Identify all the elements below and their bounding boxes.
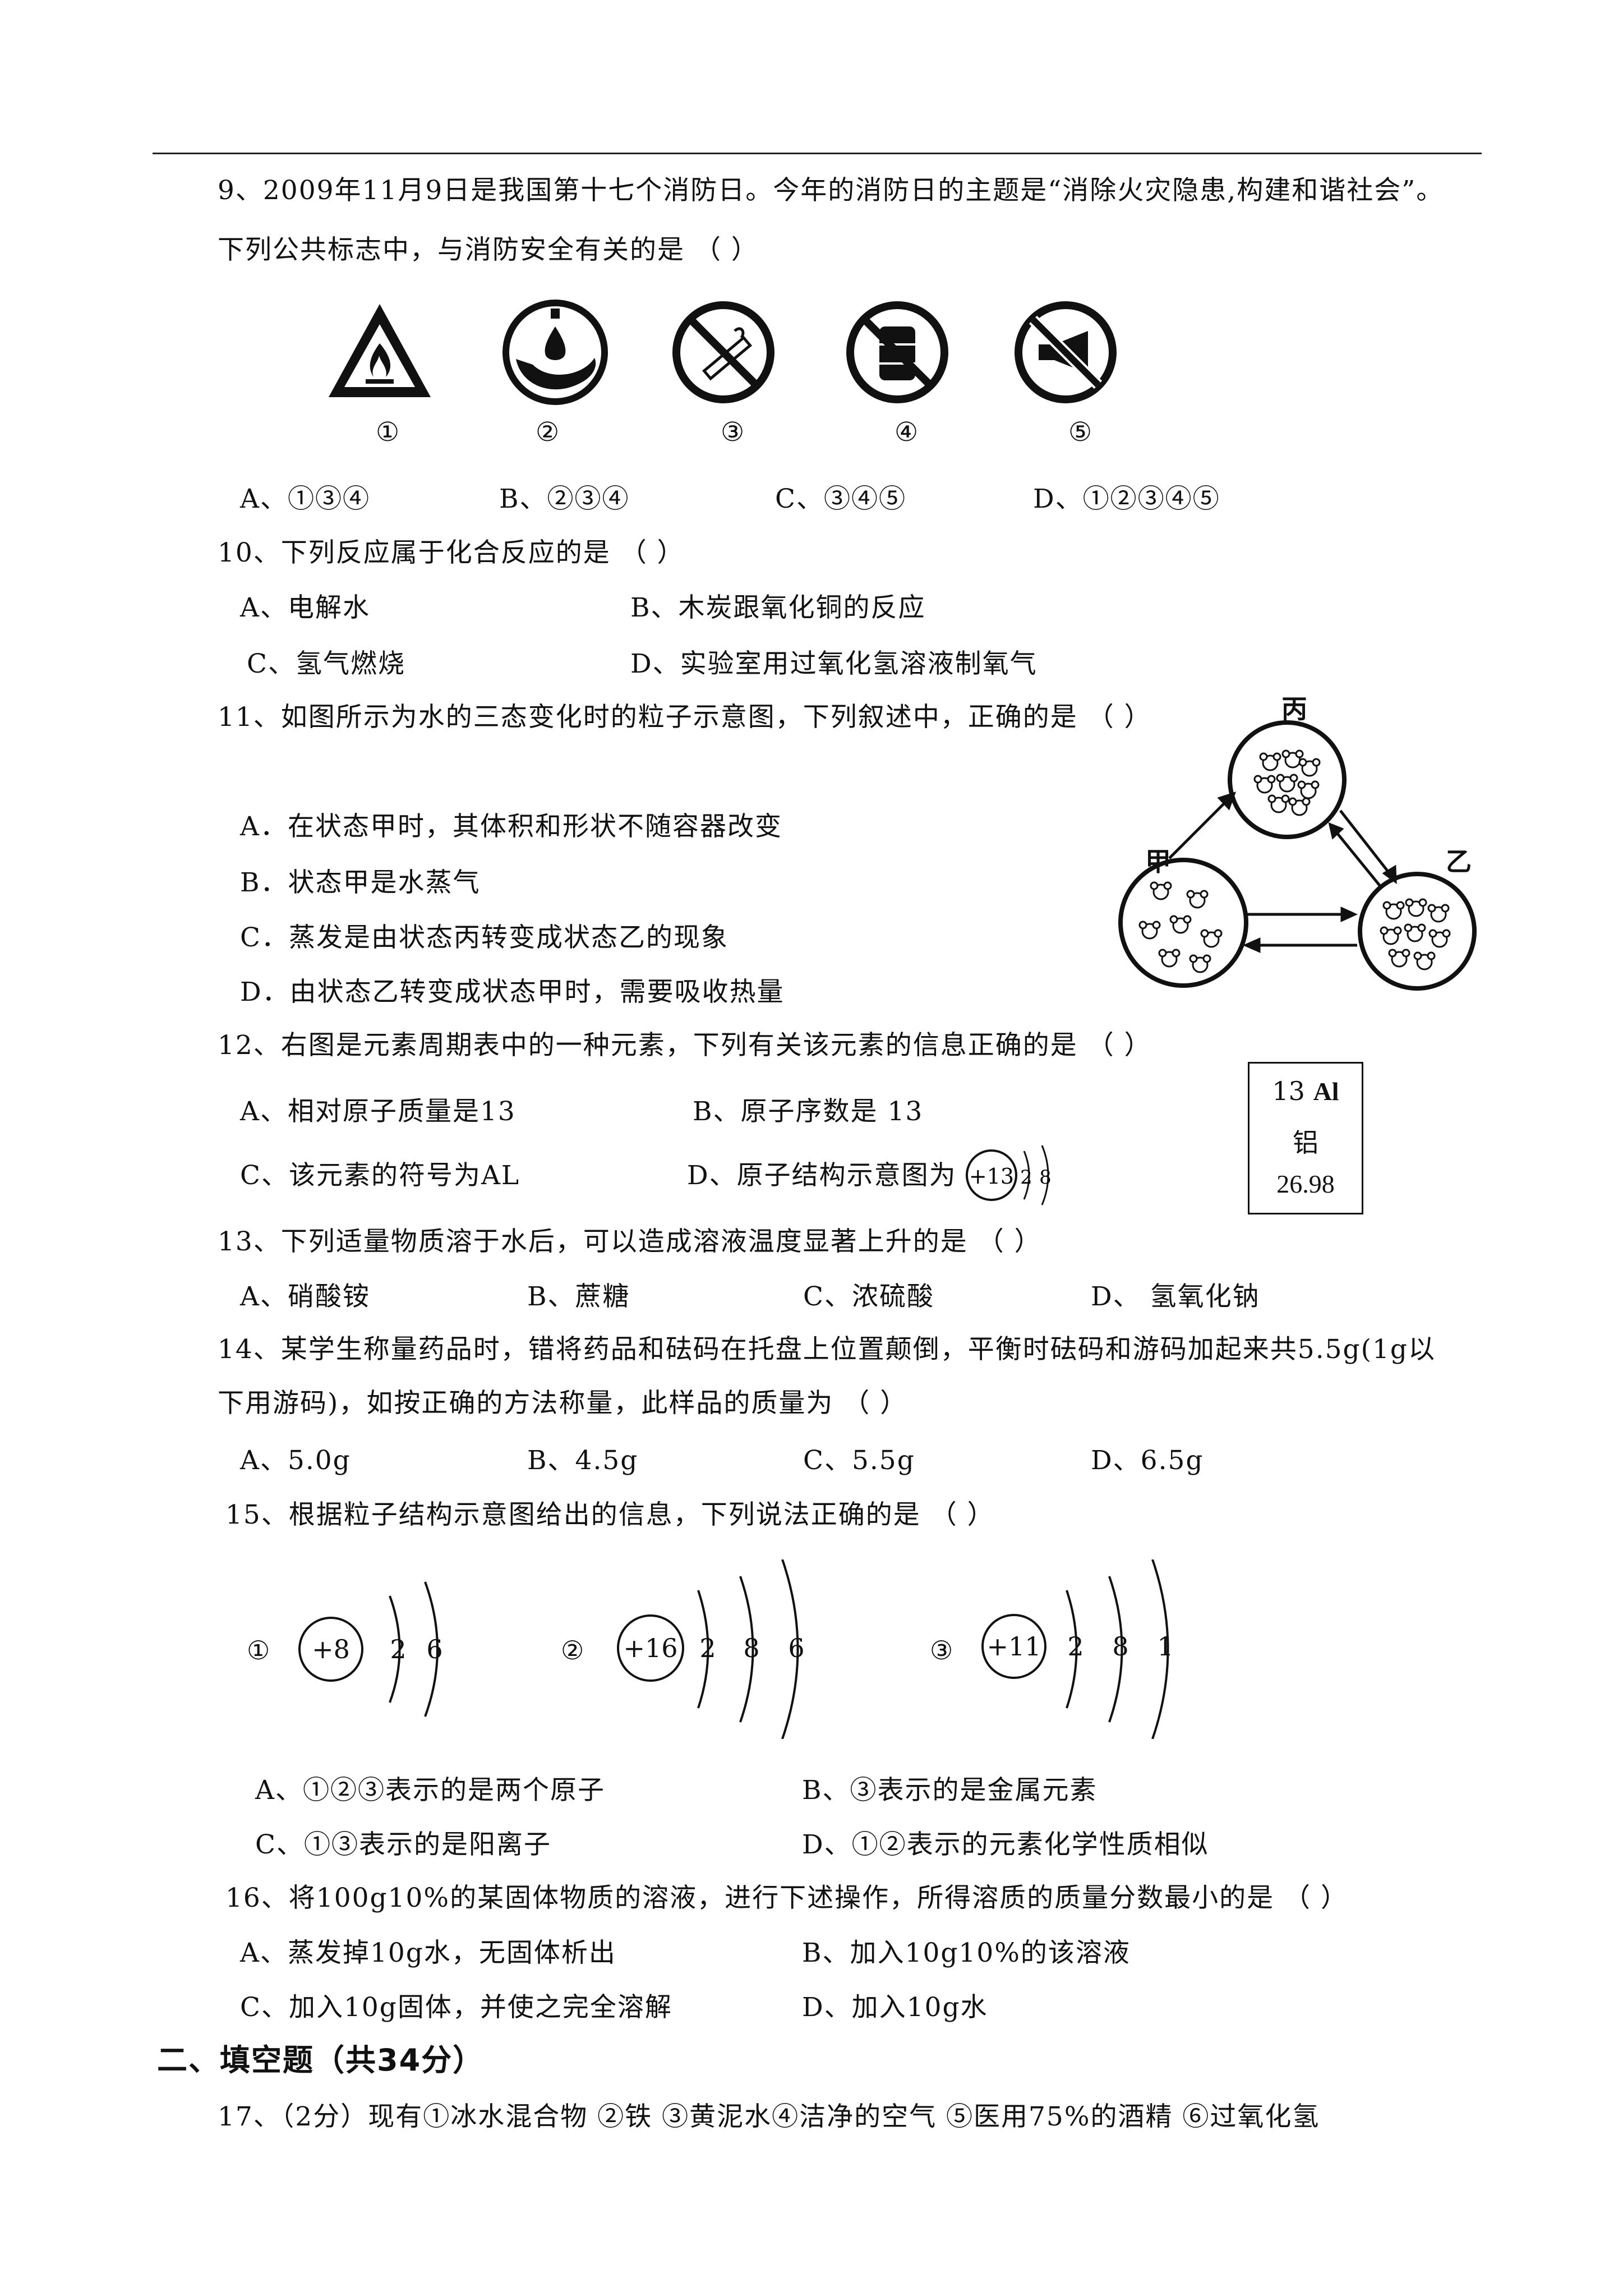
q9-option-a: A、①③④ bbox=[240, 484, 370, 514]
q10-option-c: C、氢气燃烧 bbox=[247, 648, 405, 679]
q10-option-d: D、实验室用过氧化氢溶液制氧气 bbox=[630, 648, 1038, 679]
particle-2-shell-2: 8 bbox=[743, 1633, 759, 1663]
q13-option-c: C、浓硫酸 bbox=[803, 1281, 934, 1312]
q10-option-b: B、木炭跟氧化铜的反应 bbox=[630, 592, 926, 623]
q9-option-c: C、③④⑤ bbox=[775, 484, 906, 514]
element-mass: 26.98 bbox=[1276, 1170, 1335, 1198]
state-label-jia: 甲 bbox=[1145, 846, 1171, 877]
q14-stem-line1: 14、某学生称量药品时，错将药品和砝码在托盘上位置颠倒，平衡时砝码和游码加起来共… bbox=[218, 1334, 1436, 1365]
q16-stem: 16、将100g10%的某固体物质的溶液，进行下述操作，所得溶质的质量分数最小的… bbox=[225, 1883, 1348, 1913]
q13-stem: 13、下列适量物质溶于水后，可以造成溶液温度显著上升的是 （ ） bbox=[218, 1226, 1042, 1257]
q15-option-b: B、③表示的是金属元素 bbox=[802, 1775, 1098, 1806]
particle-2-shell-3: 6 bbox=[788, 1633, 804, 1663]
q17-stem-line1: 17、（2分）现有①冰水混合物 ②铁 ③黄泥水④洁净的空气 ⑤医用75%的酒精 … bbox=[218, 2101, 1320, 2132]
q11-option-b: B．状态甲是水蒸气 bbox=[240, 867, 481, 898]
element-number: 13 bbox=[1272, 1076, 1305, 1106]
particle-3-shell-2: 8 bbox=[1112, 1631, 1128, 1662]
q9-option-b: B、②③④ bbox=[499, 484, 630, 514]
water-saving-hand-icon bbox=[502, 300, 608, 405]
particle-2-shell-1: 2 bbox=[699, 1633, 716, 1663]
al-shell-1-label: 2 bbox=[1020, 1166, 1032, 1189]
q11-option-a: A．在状态甲时，其体积和形状不随容器改变 bbox=[240, 811, 782, 842]
q14-option-b: B、4.5g bbox=[527, 1445, 639, 1476]
q16-option-a: A、蒸发掉10g水，无固体析出 bbox=[240, 1938, 616, 1968]
q12-option-b: B、原子序数是 13 bbox=[693, 1096, 924, 1127]
particle-1-shell-1: 2 bbox=[390, 1634, 406, 1664]
particle-3-shell-1: 2 bbox=[1067, 1631, 1083, 1662]
q11-stem: 11、如图所示为水的三态变化时的粒子示意图，下列叙述中，正确的是 （ ） bbox=[218, 702, 1152, 733]
particle-3-label: ③ bbox=[930, 1635, 953, 1665]
q11-option-d: D．由状态乙转变成状态甲时，需要吸收热量 bbox=[240, 977, 785, 1007]
no-horn-icon bbox=[1015, 301, 1117, 403]
element-symbol: Al bbox=[1313, 1077, 1339, 1106]
q13-option-d: D、 氢氧化钠 bbox=[1091, 1281, 1260, 1312]
element-card: 13 Al 铝 26.98 bbox=[1248, 1062, 1363, 1214]
q15-option-a: A、①②③表示的是两个原子 bbox=[255, 1775, 605, 1806]
q16-option-b: B、加入10g10%的该溶液 bbox=[802, 1938, 1131, 1968]
particle-3-nucleus: +11 bbox=[986, 1631, 1041, 1662]
al-nucleus-label: +13 bbox=[969, 1164, 1014, 1189]
q16-option-d: D、加入10g水 bbox=[802, 1992, 988, 2023]
element-name: 铝 bbox=[1293, 1128, 1318, 1158]
flammable-warning-icon bbox=[329, 304, 431, 397]
q15-stem: 15、根据粒子结构示意图给出的信息，下列说法正确的是 （ ） bbox=[225, 1499, 995, 1530]
q9-sign-label-5: ⑤ bbox=[1068, 417, 1094, 448]
q9-option-d: D、①②③④⑤ bbox=[1033, 484, 1220, 514]
q9-sign-label-2: ② bbox=[536, 417, 561, 448]
q12-option-a: A、相对原子质量是13 bbox=[240, 1096, 516, 1127]
particle-1-label: ① bbox=[247, 1635, 270, 1665]
q9-stem-line2: 下列公共标志中，与消防安全有关的是 （ ） bbox=[218, 234, 759, 265]
no-oil-drum-icon bbox=[846, 301, 948, 403]
particle-1-nucleus: +8 bbox=[312, 1634, 350, 1664]
q15-option-d: D、①②表示的元素化学性质相似 bbox=[802, 1829, 1209, 1860]
q10-stem: 10、下列反应属于化合反应的是 （ ） bbox=[218, 537, 685, 568]
q12-option-d: D、原子结构示意图为 bbox=[687, 1160, 957, 1191]
state-label-bing: 丙 bbox=[1281, 694, 1307, 724]
state-label-yi: 乙 bbox=[1446, 846, 1472, 877]
q14-option-c: C、5.5g bbox=[803, 1445, 915, 1476]
q14-option-a: A、5.0g bbox=[240, 1445, 351, 1476]
q16-option-c: C、加入10g固体，并使之完全溶解 bbox=[240, 1992, 672, 2023]
water-three-states-diagram bbox=[1118, 720, 1477, 991]
particle-2-nucleus: +16 bbox=[623, 1633, 677, 1663]
al-shell-2-label: 8 bbox=[1039, 1166, 1052, 1189]
q9-sign-label-1: ① bbox=[376, 417, 401, 448]
q13-option-a: A、硝酸铵 bbox=[240, 1281, 370, 1312]
section-2-title: 二、填空题（共34分） bbox=[157, 2042, 485, 2078]
q9-sign-label-3: ③ bbox=[721, 417, 746, 448]
q14-option-d: D、6.5g bbox=[1091, 1445, 1204, 1476]
header-rule bbox=[153, 153, 1482, 154]
q9-sign-row bbox=[329, 300, 1117, 405]
particle-2-label: ② bbox=[561, 1635, 584, 1665]
al-atom-structure-diagram: +13 2 8 bbox=[966, 1145, 1052, 1205]
q11-option-c: C．蒸发是由状态丙转变成状态乙的现象 bbox=[240, 922, 728, 953]
no-smoking-icon bbox=[672, 301, 774, 403]
q10-option-a: A、电解水 bbox=[240, 592, 370, 623]
particle-3-shell-3: 1 bbox=[1157, 1631, 1173, 1662]
q12-option-c: C、该元素的符号为AL bbox=[240, 1160, 520, 1191]
particle-1-shell-2: 6 bbox=[426, 1634, 442, 1664]
q9-stem-line1: 9、2009年11月9日是我国第十七个消防日。今年的消防日的主题是“消除火灾隐患… bbox=[218, 175, 1444, 206]
q15-option-c: C、①③表示的是阳离子 bbox=[255, 1829, 551, 1860]
particle-structure-diagrams: ① +8 2 6 ② +16 2 8 6 ③ +11 2 8 1 bbox=[247, 1559, 1174, 1739]
q13-option-b: B、蔗糖 bbox=[527, 1281, 630, 1312]
q14-stem-line2: 下用游码)，如按正确的方法称量，此样品的质量为 （ ） bbox=[218, 1388, 908, 1419]
q12-stem: 12、右图是元素周期表中的一种元素，下列有关该元素的信息正确的是 （ ） bbox=[218, 1030, 1152, 1061]
q9-sign-label-4: ④ bbox=[895, 417, 920, 448]
